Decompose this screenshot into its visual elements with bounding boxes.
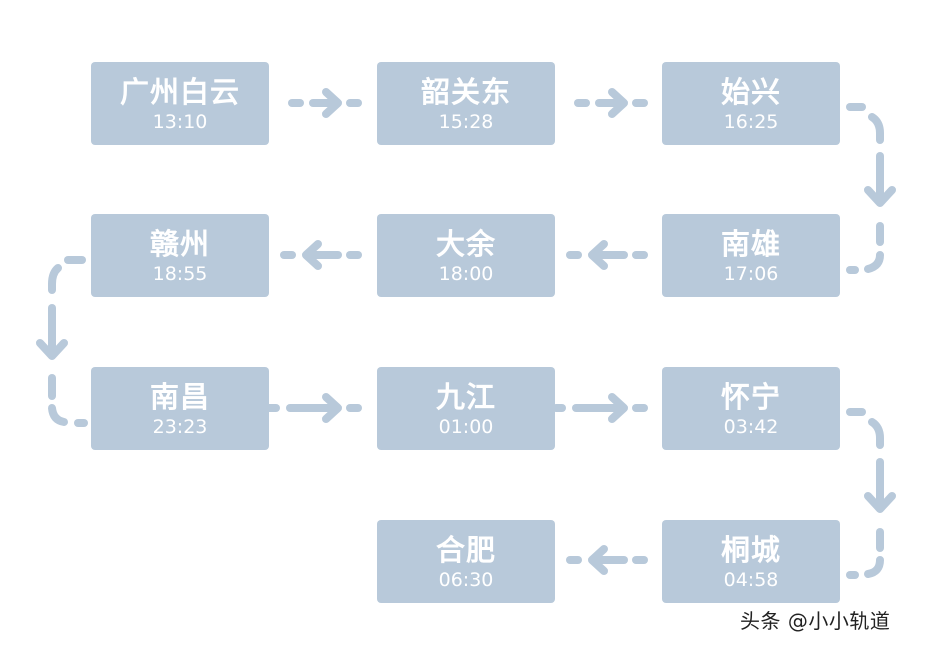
station-name: 广州白云 [119,75,240,109]
station-name: 南昌 [149,380,210,414]
station-shixing: 始兴 16:25 [662,62,840,145]
arrow-guangzhou-to-shaoguan [288,88,362,118]
station-time: 23:23 [152,416,208,438]
station-nanchang: 南昌 23:23 [91,367,269,450]
station-name: 怀宁 [720,380,781,414]
station-jiujiang: 九江 01:00 [377,367,555,450]
arrow-shaoguan-to-shixing [574,88,648,118]
station-time: 01:00 [438,416,494,438]
station-time: 16:25 [723,111,779,133]
station-huaining: 怀宁 03:42 [662,367,840,450]
arrow-nanxiong-to-dayu [566,240,648,270]
station-name: 始兴 [720,75,781,109]
station-tongcheng: 桐城 04:58 [662,520,840,603]
station-name: 南雄 [720,227,781,261]
station-time: 17:06 [723,263,779,285]
station-time: 04:58 [723,569,779,591]
arrow-ganzhou-to-nanchang [36,256,88,427]
station-name: 大余 [435,227,496,261]
station-time: 18:55 [152,263,208,285]
arrow-shixing-to-nanxiong [846,103,896,274]
arrow-huaining-to-tongcheng [846,408,896,579]
station-name: 桐城 [720,533,781,567]
station-name: 韶关东 [420,75,511,109]
watermark-text: 头条 @小小轨道 [740,609,891,633]
station-time: 03:42 [723,416,779,438]
station-nanxiong: 南雄 17:06 [662,214,840,297]
station-ganzhou: 赣州 18:55 [91,214,269,297]
arrow-dayu-to-ganzhou [280,240,362,270]
station-guangzhou-baiyun: 广州白云 13:10 [91,62,269,145]
station-shaoguan-east: 韶关东 15:28 [377,62,555,145]
station-name: 九江 [435,380,496,414]
station-hefei: 合肥 06:30 [377,520,555,603]
station-time: 18:00 [438,263,494,285]
station-dayu: 大余 18:00 [377,214,555,297]
arrow-nanchang-to-jiujiang [264,393,362,423]
station-name: 合肥 [435,533,496,567]
arrow-tongcheng-to-hefei [566,545,648,575]
station-time: 13:10 [152,111,208,133]
arrow-jiujiang-to-huaining [552,393,648,423]
station-time: 06:30 [438,569,494,591]
station-name: 赣州 [149,227,210,261]
station-time: 15:28 [438,111,494,133]
